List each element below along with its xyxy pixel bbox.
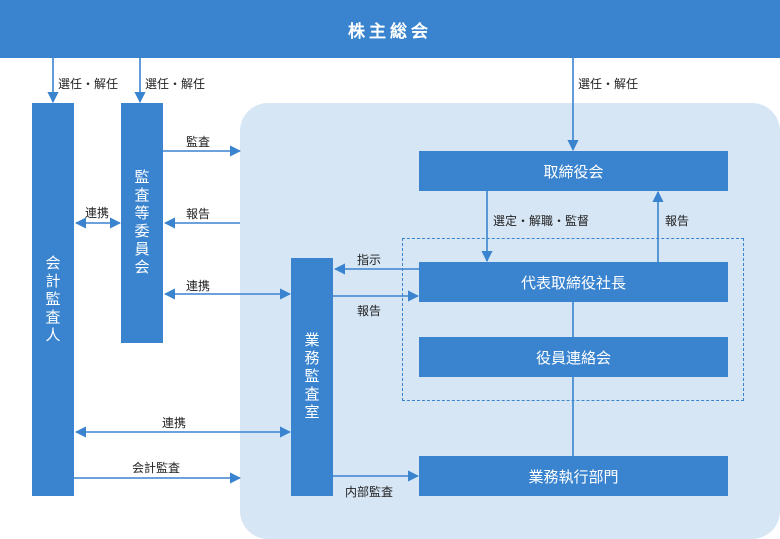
accounting-auditor-box: 会計監査人	[32, 103, 74, 496]
label-audit: 監査	[186, 135, 211, 149]
president-box: 代表取締役社長	[419, 262, 728, 302]
shareholders-meeting-label: 株主総会	[348, 21, 432, 42]
label-coop-3: 連携	[162, 416, 187, 430]
label-instruct: 指示	[357, 253, 382, 267]
label-internal-audit: 内部監査	[345, 485, 394, 499]
label-coop-2: 連携	[186, 279, 211, 293]
audit-committee-box: 監査等委員会	[121, 103, 163, 343]
label-elect-1: 選任・解任	[58, 77, 119, 91]
board-of-directors-label: 取締役会	[543, 162, 604, 181]
officers-meeting-label: 役員連絡会	[535, 348, 611, 367]
accounting-auditor-label: 会計監査人	[43, 254, 62, 345]
internal-audit-office-box: 業務監査室	[291, 258, 333, 496]
business-execution-box: 業務執行部門	[419, 456, 728, 496]
label-report-3: 報告	[357, 304, 382, 318]
label-coop-1: 連携	[85, 206, 110, 220]
label-accounting-audit: 会計監査	[132, 461, 181, 475]
shareholders-meeting-header: 株主総会	[0, 0, 780, 58]
business-execution-label: 業務執行部門	[528, 467, 619, 486]
label-elect-3: 選任・解任	[578, 77, 639, 91]
officers-meeting-box: 役員連絡会	[419, 337, 728, 377]
president-label: 代表取締役社長	[520, 273, 626, 292]
internal-audit-office-label: 業務監査室	[302, 332, 321, 422]
label-select-supervise: 選定・解職・監督	[493, 214, 590, 228]
audit-committee-label: 監査等委員会	[132, 169, 151, 277]
label-report-1: 報告	[186, 207, 211, 221]
board-of-directors-box: 取締役会	[419, 151, 728, 191]
label-report-2: 報告	[665, 214, 690, 228]
label-elect-2: 選任・解任	[145, 77, 206, 91]
